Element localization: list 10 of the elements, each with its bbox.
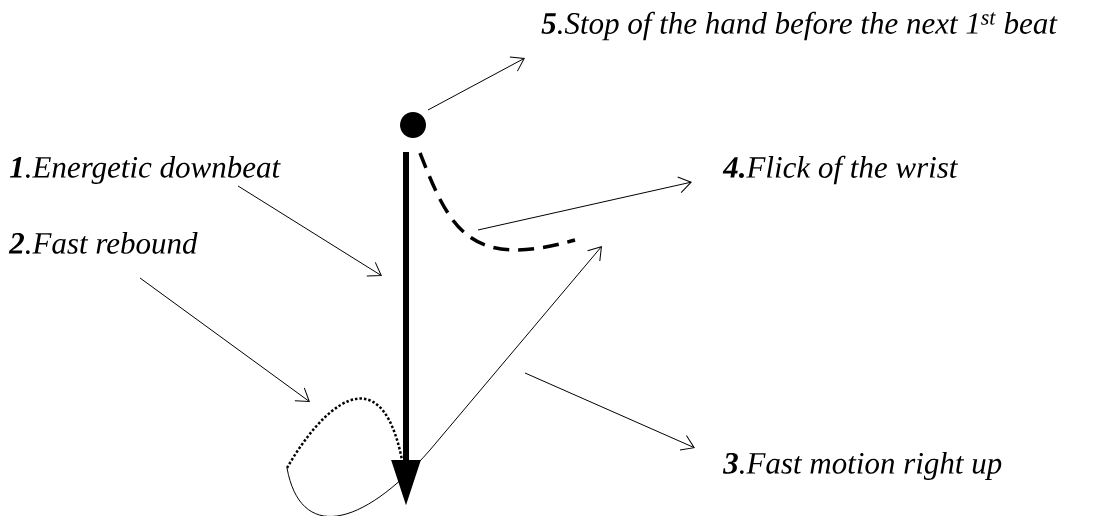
annotation-label: 2.Fast rebound — [8, 232, 198, 254]
annotation-label: 4.Flick of the wrist — [722, 155, 959, 185]
pointer-arrow — [524, 372, 695, 451]
pointer-arrow — [427, 56, 525, 111]
annotation-label: 5.Stop of the hand before the next 1$^{st}$ beat — [541, 11, 1058, 41]
pointer-arrow — [237, 185, 382, 277]
pointer-arrow — [139, 277, 310, 402]
pointer-arrow — [477, 176, 692, 231]
annotation-label: 3.Fast motion right up — [722, 451, 1002, 481]
annotation-label: 1.Energetic downbeat — [9, 155, 281, 185]
